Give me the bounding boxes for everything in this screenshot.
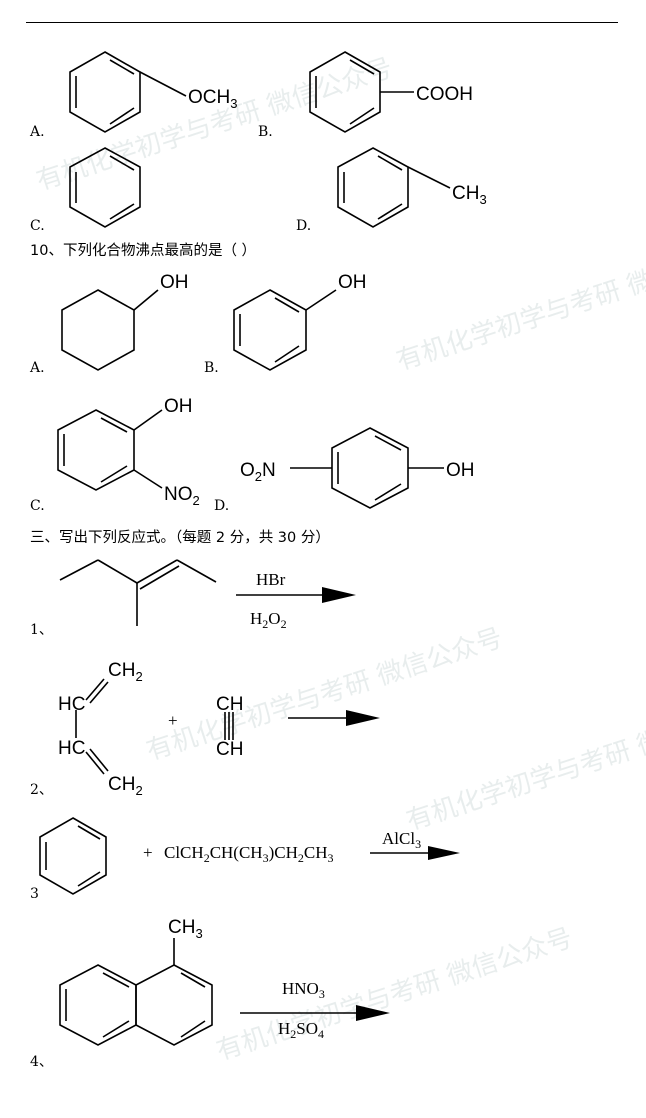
- reaction4-number: 4、: [30, 1054, 53, 1070]
- svg-text:有机化学初学与考研 微信公众号: 有机化学初学与考研 微信公众号: [393, 233, 646, 377]
- reaction3-formula: ClCH2CH(CH3)CH2CH3: [164, 843, 334, 865]
- p-nitrophenol-no2: O2N: [240, 460, 276, 484]
- cyclohexanol-oh: OH: [160, 272, 189, 293]
- reaction3-plus: +: [143, 843, 153, 862]
- reaction2-hc-2: HC: [58, 738, 85, 759]
- o-nitrophenol-oh: OH: [164, 396, 193, 417]
- reaction1-number: 1、: [30, 622, 53, 638]
- reaction4-ch3: CH3: [168, 917, 203, 941]
- q9-option-d-label: D.: [296, 218, 312, 234]
- benzoic-acid-group: COOH: [416, 84, 473, 105]
- q10-option-d-label: D.: [214, 498, 230, 514]
- o-nitrophenol-structure: [57, 409, 163, 491]
- reaction3-benzene: [39, 817, 107, 895]
- watermark: 有机化学初学与考研 微信公众号 有机化学初学与考研 微信公众号 有机化学初学与考…: [33, 53, 646, 1067]
- anisole-group: OCH3: [188, 87, 237, 111]
- reaction1-alkene: [59, 559, 217, 626]
- header-rule: [26, 22, 618, 23]
- reaction2-ch2-top: CH2: [108, 660, 143, 684]
- q10-title: 10、下列化合物沸点最高的是（ ）: [30, 243, 257, 259]
- cyclohexanol-structure: [61, 289, 159, 371]
- reaction1-arrowhead: [322, 587, 356, 603]
- reaction3-number: 3: [30, 886, 39, 902]
- phenol-oh: OH: [338, 272, 367, 293]
- toluene-group: CH3: [452, 183, 487, 207]
- toluene-structure: [337, 147, 451, 228]
- reaction4-methylnaphthalene: [59, 938, 213, 1046]
- p-nitrophenol-oh: OH: [446, 460, 475, 481]
- reaction2-arrowhead: [346, 710, 380, 726]
- q9-option-a-label: A.: [30, 124, 45, 140]
- section3-title: 三、写出下列反应式。（每题 2 分，共 30 分）: [30, 530, 330, 546]
- reaction2-hc-1: HC: [58, 694, 85, 715]
- q10-option-b-label: B.: [204, 360, 219, 376]
- reaction4-arrowhead: [356, 1005, 390, 1021]
- o-nitrophenol-no2: NO2: [164, 484, 200, 508]
- svg-text:有机化学初学与考研 微信公众号: 有机化学初学与考研 微信公众号: [213, 923, 576, 1067]
- reaction2-ch-b: CH: [216, 739, 243, 760]
- reaction4-reagent-top: HNO3: [282, 979, 325, 1001]
- reaction3-reagent: AlCl3: [382, 829, 421, 851]
- benzene-structure: [69, 147, 141, 228]
- svg-text:有机化学初学与考研 微信公众号: 有机化学初学与考研 微信公众号: [143, 623, 506, 767]
- reaction1-reagent-bottom: H2O2: [250, 609, 287, 631]
- benzoic-acid-structure: [309, 51, 414, 133]
- svg-text:有机化学初学与考研 微信公众号: 有机化学初学与考研 微信公众号: [403, 693, 646, 837]
- reaction2-plus: +: [168, 711, 178, 730]
- q10-option-a-label: A.: [30, 360, 45, 376]
- anisole-structure: [69, 51, 187, 133]
- reaction3-arrowhead: [428, 846, 460, 860]
- phenol-structure: [233, 289, 337, 371]
- reaction2-number: 2、: [30, 782, 53, 798]
- q10-option-c-label: C.: [30, 498, 45, 514]
- q9-option-c-label: C.: [30, 218, 45, 234]
- p-nitrophenol-structure: [290, 427, 444, 509]
- reaction2-butadiene: [75, 678, 234, 775]
- q9-option-b-label: B.: [258, 124, 273, 140]
- reaction4-reagent-bottom: H2SO4: [278, 1019, 324, 1041]
- svg-text:有机化学初学与考研 微信公众号: 有机化学初学与考研 微信公众号: [33, 53, 396, 197]
- reaction2-ch2-bottom: CH2: [108, 774, 143, 798]
- reaction1-reagent-top: HBr: [256, 570, 286, 589]
- reaction2-ch-a: CH: [216, 694, 243, 715]
